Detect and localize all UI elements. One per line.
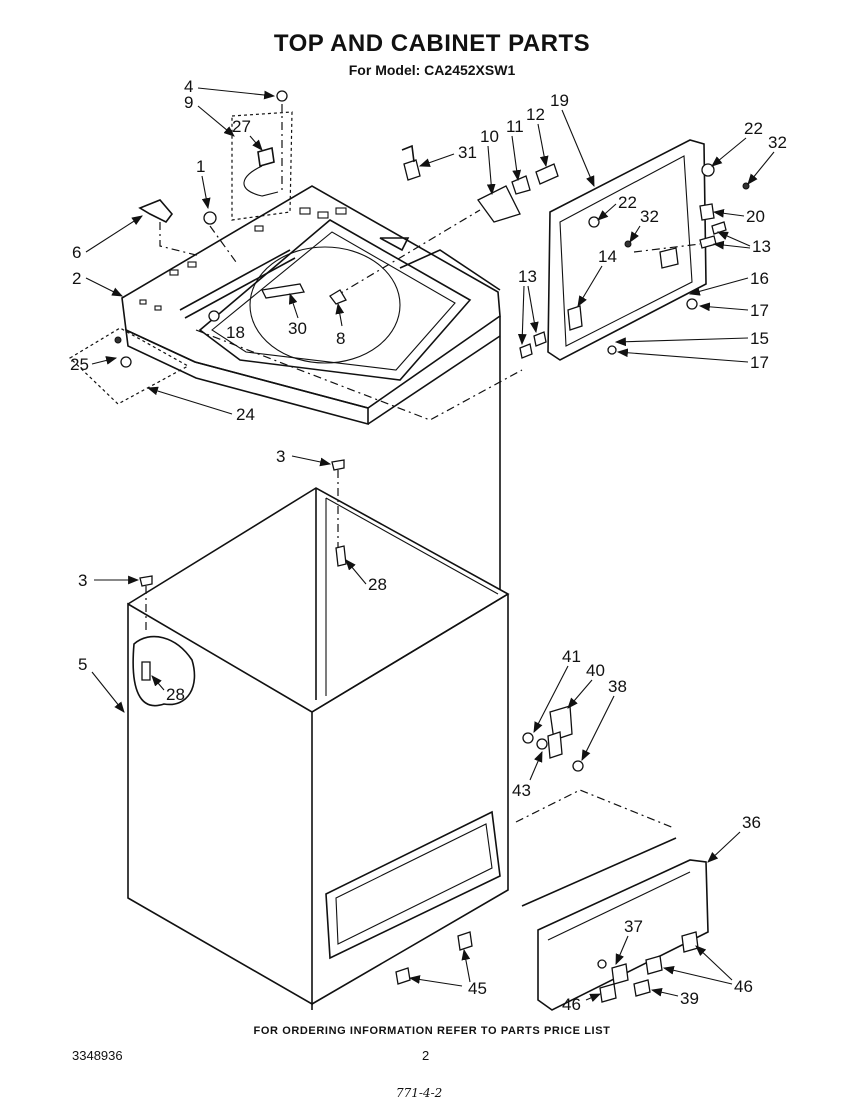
callout-9: 9 (184, 93, 193, 112)
page-number: 2 (422, 1048, 430, 1063)
callout-45: 45 (468, 979, 487, 998)
callout-25: 25 (70, 355, 89, 374)
callout-24: 24 (236, 405, 255, 424)
model-subtitle: For Model: CA2452XSW1 (348, 62, 516, 78)
callout-12: 12 (526, 105, 545, 124)
callout-17-upper: 17 (750, 301, 769, 320)
callout-22-inner: 22 (618, 193, 637, 212)
callout-17-lower: 17 (750, 353, 769, 372)
handwritten-note: 771-4-2 (396, 1086, 443, 1100)
callout-2: 2 (72, 269, 81, 288)
front-panel (521, 837, 709, 1011)
callout-32-inner: 32 (640, 207, 659, 226)
callout-27: 27 (232, 117, 251, 136)
ordering-note: FOR ORDERING INFORMATION REFER TO PARTS … (253, 1025, 611, 1037)
callout-39: 39 (680, 989, 699, 1008)
callout-3-lower: 3 (78, 571, 87, 590)
callouts: 4 9 27 1 6 2 18 30 8 25 24 31 10 11 12 1… (70, 77, 787, 1014)
lid (547, 139, 715, 361)
callout-28-upper: 28 (368, 575, 387, 594)
top-panel (121, 185, 501, 590)
callout-11: 11 (506, 117, 524, 136)
callout-46-left: 46 (562, 995, 581, 1014)
callout-19: 19 (550, 91, 569, 110)
bracket-group-outline (69, 327, 190, 405)
callout-22-top: 22 (744, 119, 763, 138)
document-number: 3348936 (72, 1048, 123, 1063)
callout-13-right: 13 (752, 237, 771, 256)
callout-6: 6 (72, 243, 81, 262)
callout-38: 38 (608, 677, 627, 696)
callout-4: 4 (184, 77, 193, 96)
callout-32-top: 32 (768, 133, 787, 152)
page-title: TOP AND CABINET PARTS (273, 30, 591, 57)
callout-15: 15 (750, 329, 769, 348)
callout-3-upper: 3 (276, 447, 285, 466)
callout-46-right: 46 (734, 977, 753, 996)
lid-switch-group-outline (231, 111, 293, 221)
callout-37: 37 (624, 917, 643, 936)
callout-10: 10 (480, 127, 499, 146)
callout-20: 20 (746, 207, 765, 226)
callout-5: 5 (78, 655, 87, 674)
cabinet (127, 487, 510, 1010)
callout-28-lower: 28 (166, 685, 185, 704)
callout-1: 1 (196, 157, 205, 176)
callout-16: 16 (750, 269, 769, 288)
callout-31: 31 (458, 143, 477, 162)
callout-8: 8 (336, 329, 345, 348)
callout-40: 40 (586, 661, 605, 680)
callout-30: 30 (288, 319, 307, 338)
callout-41: 41 (562, 647, 581, 666)
callout-18: 18 (226, 323, 245, 342)
callout-13-left: 13 (518, 267, 537, 286)
callout-43: 43 (512, 781, 531, 800)
callout-14: 14 (598, 247, 617, 266)
callout-36: 36 (742, 813, 761, 832)
